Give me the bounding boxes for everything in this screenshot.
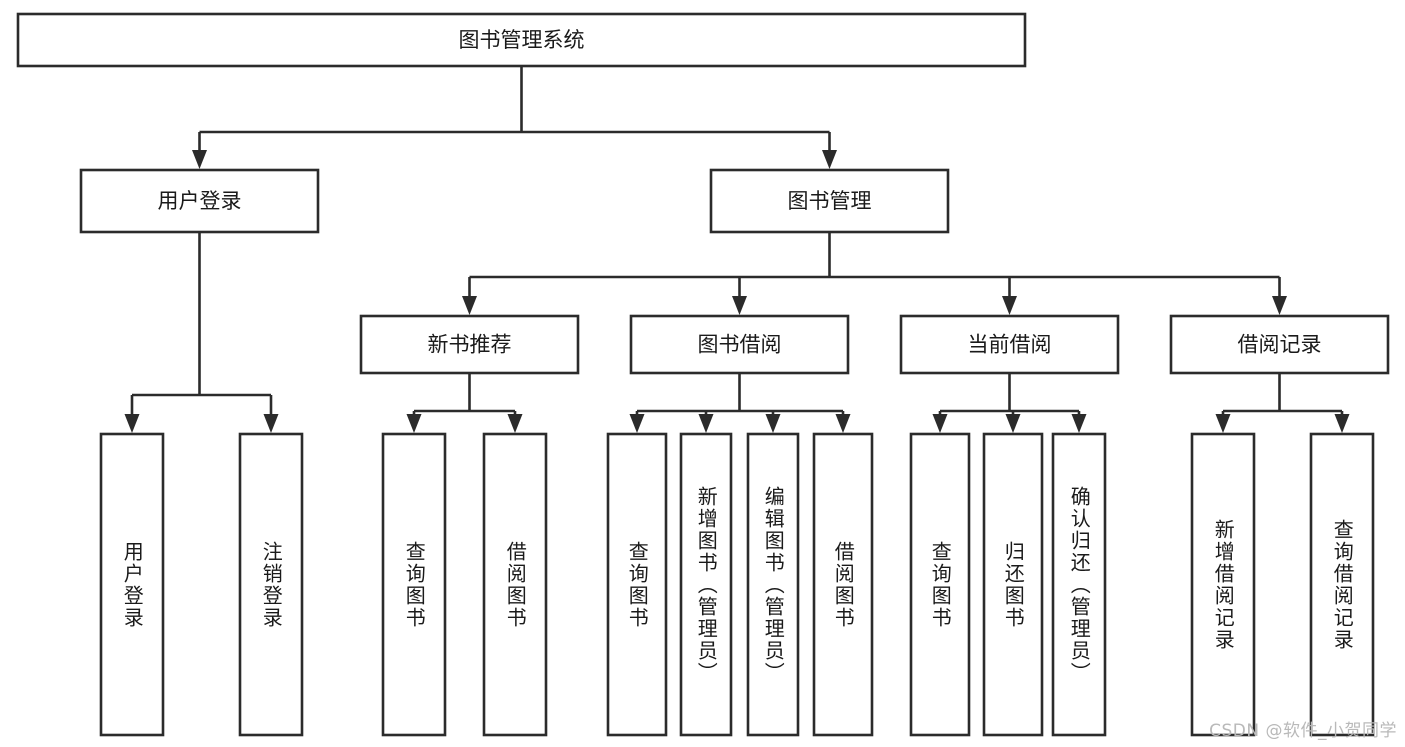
arrow-new-book-rec [462,296,477,315]
arrow-book-borrow [732,296,747,315]
node-label-root: 图书管理系统 [459,28,585,52]
node-new-book-rec [359,314,580,375]
connector-layer [124,66,1350,433]
node-label-book-borrow: 图书借阅 [698,333,782,357]
arrow-leaf-bb-borrow-book [835,414,851,433]
leaf-leaf-logout [238,432,304,737]
arrow-leaf-cb-confirm-return [1071,414,1087,433]
node-book-manage [709,168,950,234]
node-label-new-book-rec: 新书推荐 [428,333,512,357]
arrow-current-borrow [1002,296,1017,315]
leaf-leaf-cb-return-book [982,432,1044,737]
leaf-leaf-bb-query-book [606,432,668,737]
node-user-login [79,168,320,234]
watermark: CSDN @软件_小贺同学 [1209,721,1397,741]
box-layer [16,12,1390,737]
arrow-leaf-bb-query-book [629,414,645,433]
leaf-leaf-bb-add-book [679,432,733,737]
node-book-borrow [629,314,850,375]
node-label-current-borrow: 当前借阅 [968,333,1052,357]
leaf-leaf-cb-confirm-return [1051,432,1107,737]
node-label-user-login: 用户登录 [158,189,242,213]
arrow-leaf-rec-query-book [406,414,422,433]
arrow-leaf-cb-return-book [1005,414,1021,433]
arrow-leaf-cb-query-book [932,414,948,433]
leaf-leaf-cb-query-book [909,432,971,737]
arrow-leaf-br-add-record [1215,414,1231,433]
leaf-leaf-br-add-record [1190,432,1256,737]
leaf-leaf-rec-query-book [381,432,447,737]
node-current-borrow [899,314,1120,375]
arrow-book-manage [822,150,837,169]
arrow-leaf-user-login [124,414,140,433]
arrow-leaf-br-query-record [1334,414,1350,433]
leaf-leaf-rec-borrow-book [482,432,548,737]
leaf-leaf-br-query-record [1309,432,1375,737]
arrow-leaf-rec-borrow-book [507,414,523,433]
arrow-leaf-logout [263,414,279,433]
arrow-user-login [192,150,207,169]
leaf-leaf-user-login [99,432,165,737]
arrow-leaf-bb-edit-book [765,414,781,433]
arrow-borrow-record [1272,296,1287,315]
node-label-borrow-record: 借阅记录 [1238,333,1322,357]
leaf-leaf-bb-edit-book [746,432,800,737]
node-label-book-manage: 图书管理 [788,189,872,213]
arrow-leaf-bb-add-book [698,414,714,433]
node-borrow-record [1169,314,1390,375]
node-root [16,12,1027,68]
leaf-leaf-bb-borrow-book [812,432,874,737]
